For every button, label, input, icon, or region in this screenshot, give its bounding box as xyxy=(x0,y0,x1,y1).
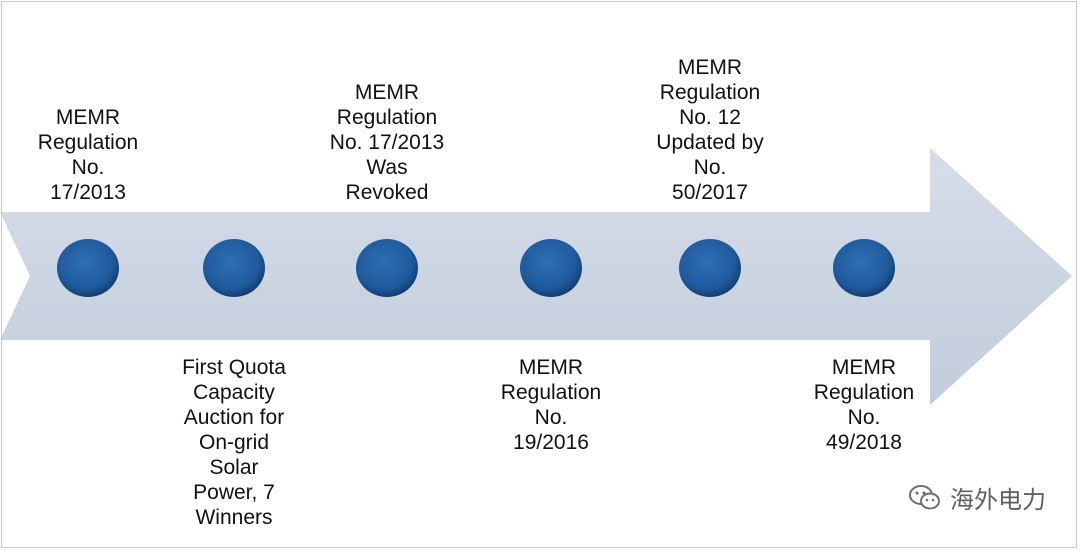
event-label-line: Solar xyxy=(209,456,259,479)
event-label-line: Regulation xyxy=(659,81,761,104)
event-label-line: 19/2016 xyxy=(513,431,589,454)
timeline-dot-5 xyxy=(679,239,741,297)
timeline-dot-4 xyxy=(520,239,582,297)
event-label-line: Regulation xyxy=(37,131,139,154)
timeline-dot-6 xyxy=(833,239,895,297)
event-label-line: Power, 7 xyxy=(193,481,275,504)
event-label-line: 50/2017 xyxy=(672,181,748,204)
event-label-line: MEMR xyxy=(55,106,121,129)
event-label-line: MEMR xyxy=(354,81,420,104)
event-label-line: No. xyxy=(71,156,105,179)
event-label-line: MEMR xyxy=(518,356,584,379)
event-label-line: Capacity xyxy=(193,381,275,404)
event-label-line: Winners xyxy=(195,506,273,529)
event-label-line: 17/2013 xyxy=(50,181,126,204)
event-label-line: 49/2018 xyxy=(826,431,902,454)
event-label-line: Revoked xyxy=(345,181,429,204)
event-label-line: Regulation xyxy=(813,381,915,404)
event-label-line: No. 17/2013 xyxy=(329,131,445,154)
event-label-line: No. xyxy=(693,156,727,179)
event-label-line: Auction for xyxy=(183,406,285,429)
event-label-line: MEMR xyxy=(677,56,743,79)
event-label-line: Regulation xyxy=(500,381,602,404)
timeline-dot-2 xyxy=(203,239,265,297)
event-label-line: First Quota xyxy=(182,356,286,379)
event-label-line: Updated by xyxy=(656,131,764,154)
timeline-dot-1 xyxy=(57,239,119,297)
watermark-text: 海外电力 xyxy=(950,486,1046,514)
event-label-line: Regulation xyxy=(336,106,438,129)
event-label-line: MEMR xyxy=(831,356,897,379)
event-label-line: No. 12 xyxy=(679,106,741,129)
watermark: 海外电力 xyxy=(908,480,1046,515)
event-label-line: No. xyxy=(847,406,881,429)
wechat-icon xyxy=(909,484,940,509)
timeline-dot-3 xyxy=(356,239,418,297)
event-label-line: On-grid xyxy=(198,431,270,454)
event-label-line: No. xyxy=(534,406,568,429)
event-label-line: Was xyxy=(366,156,408,179)
timeline-dots xyxy=(57,239,895,297)
